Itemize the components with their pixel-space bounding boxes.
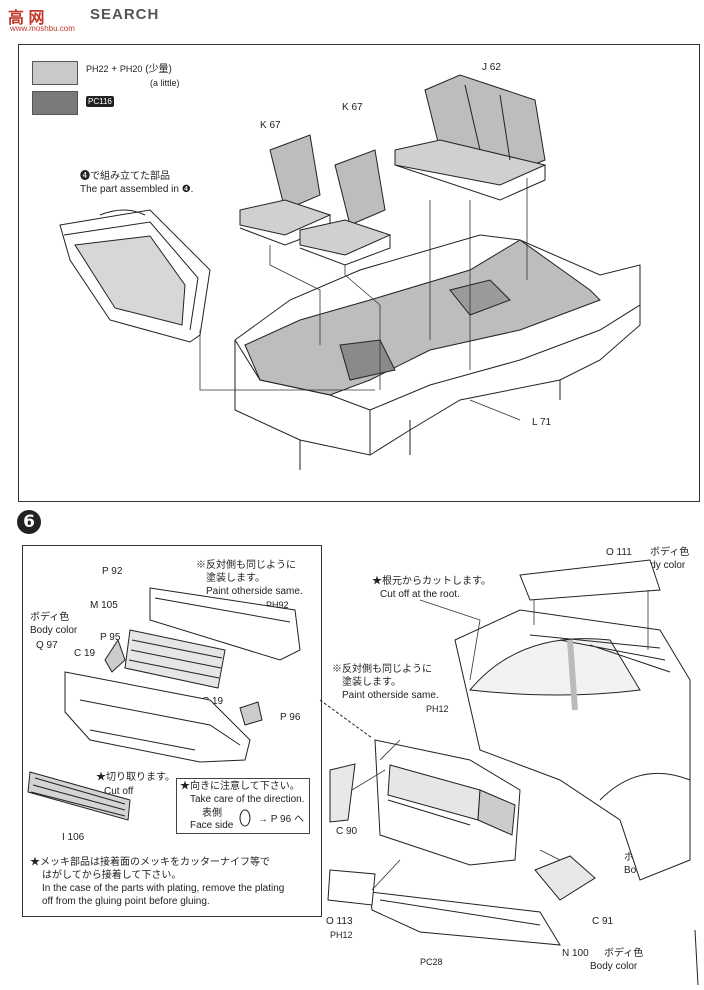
part-p95 — [104, 638, 126, 673]
roof-spoiler-o111 — [519, 559, 661, 601]
label-c19-top: C 19 — [74, 648, 96, 659]
part-p96 — [239, 701, 263, 726]
root-cut-en: Cut off at the root. — [380, 589, 460, 600]
site-logo: 高 网 SEARCH www.moshbu.com — [8, 4, 188, 36]
body-en: Body — [624, 865, 647, 876]
site-url: www.moshbu.com — [10, 24, 75, 33]
note-otherside-jp: ※反対側も同じように — [196, 560, 296, 571]
right-otherside-en: Paint otherside same. — [342, 690, 439, 701]
pc28-code: PC28 — [420, 957, 443, 967]
front-face — [374, 739, 521, 866]
cut-off-en: Cut off — [104, 786, 134, 797]
label-m105: M 105 — [90, 600, 118, 611]
o111-color-en: Body color — [638, 560, 686, 571]
label-c90: C 90 — [336, 826, 358, 837]
o111-color-jp: ボディ色 — [650, 547, 690, 558]
seat-k67-left — [239, 134, 332, 246]
legend-code-b: PH20 — [119, 64, 143, 74]
seat-k67-right — [299, 149, 392, 266]
part-c91 — [534, 855, 596, 901]
direction-jp: ★向きに注意して下さい。 — [180, 781, 300, 792]
label-q97: Q 97 — [36, 640, 58, 651]
grille-m105 — [124, 629, 226, 689]
front-lip-n100 — [369, 891, 561, 946]
plating-en2: off from the gluing point before gluing. — [42, 896, 210, 907]
direction-note-box — [176, 778, 310, 834]
front-bumper-part — [64, 671, 251, 763]
n100-color-jp: ボディ色 — [604, 948, 644, 959]
label-o111: O 111 — [606, 547, 632, 558]
label-n100: N 100 — [562, 948, 589, 959]
face-side-marker — [239, 809, 251, 827]
legend-code-a: PH22 — [86, 64, 109, 74]
face-side-en: Face side — [190, 820, 234, 831]
label-p95: P 95 — [100, 632, 121, 643]
left-body-color-en: Body color — [30, 625, 78, 636]
left-body-color-jp: ボディ色 — [30, 612, 70, 623]
label-k67-right: K 67 — [342, 102, 363, 113]
label-p96: P 96 — [280, 712, 301, 723]
step5-note-en: The part assembled in ❹. — [80, 184, 194, 195]
face-side-jp: 表側 — [202, 808, 222, 819]
part-c90 — [329, 763, 356, 823]
legend-en: (a little) — [150, 78, 180, 88]
legend-plus: + — [111, 64, 118, 75]
right-otherside-code: PH12 — [426, 704, 449, 714]
label-i106: I 106 — [62, 832, 85, 843]
floor-body — [234, 234, 641, 470]
legend-jp: (少量) — [145, 64, 172, 75]
legend-swatch-light — [32, 61, 78, 85]
logo-mark: 高 网 — [8, 10, 45, 27]
cut-off-jp: ★切り取ります。 — [96, 772, 175, 783]
logo-text: SEARCH — [90, 6, 160, 23]
lower-grille-i106 — [27, 771, 131, 821]
step5-note-jp: ❹で組み立てた部品 — [80, 171, 170, 182]
plating-en: In the case of the parts with plating, r… — [42, 883, 285, 894]
dashboard-part — [59, 209, 211, 343]
legend-dark-code: PC116 — [86, 96, 114, 107]
van-body — [454, 609, 691, 881]
label-k67-left: K 67 — [260, 120, 281, 131]
step-6-badge: 6 — [17, 510, 41, 534]
label-o113: O 113 — [326, 916, 353, 927]
face-side-target: → P 96 へ — [258, 814, 304, 825]
note-otherside-en: Paint otherside same. — [206, 586, 303, 597]
note-otherside-code: PH92 — [266, 600, 289, 610]
o113-code: PH12 — [330, 930, 353, 940]
label-l71: L 71 — [532, 417, 552, 428]
label-p92: P 92 — [102, 566, 123, 577]
note-otherside-jp2: 塗装します。 — [206, 573, 265, 584]
legend-light-codes: PH22 + PH20 (少量) — [86, 64, 172, 76]
n100-color-en: Body color — [590, 961, 638, 972]
root-cut-jp: ★根元からカットします。 — [372, 576, 491, 587]
right-otherside-jp2: 塗装します。 — [342, 677, 401, 688]
label-j62: J 62 — [482, 62, 501, 73]
legend-swatch-dark — [32, 91, 78, 115]
plating-jp: ★メッキ部品は接着面のメッキをカッターナイフ等で — [30, 857, 270, 868]
part-o113 — [327, 869, 376, 906]
label-c91: C 91 — [592, 916, 614, 927]
direction-en: Take care of the direction. — [190, 794, 305, 805]
label-c19-bottom: C 19 — [202, 696, 224, 707]
right-otherside-jp: ※反対側も同じように — [332, 664, 432, 675]
seat-j62 — [394, 74, 547, 201]
upper-grille-p92 — [149, 587, 301, 661]
plating-jp2: はがしてから接着して下さい。 — [42, 870, 182, 881]
